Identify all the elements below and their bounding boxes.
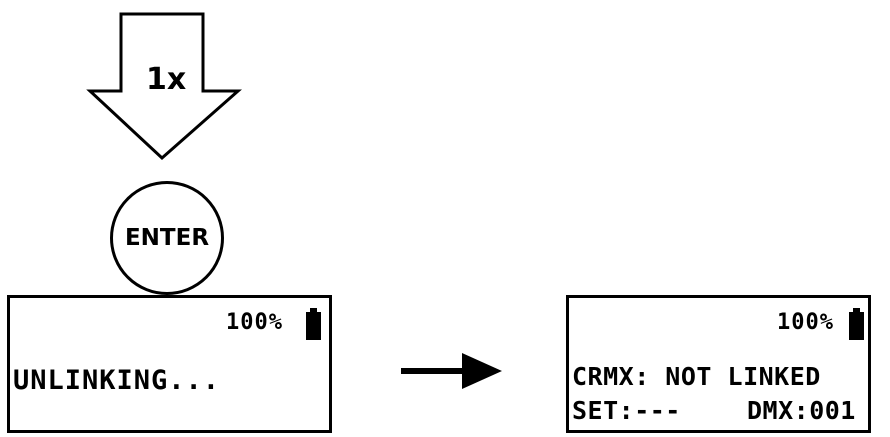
enter-button-label: ENTER — [124, 225, 210, 251]
dmx-label: DMX:001 — [747, 396, 856, 425]
unlinking-message: UNLINKING... — [13, 365, 221, 396]
battery-percent: 100% — [226, 310, 283, 335]
down-arrow-icon — [86, 12, 242, 161]
enter-button[interactable]: ENTER — [110, 181, 224, 295]
battery-percent: 100% — [777, 310, 834, 335]
battery-icon — [849, 308, 864, 340]
set-label: SET:--- — [572, 396, 681, 425]
right-arrow-icon — [401, 353, 502, 389]
crmx-status: CRMX: NOT LINKED — [572, 362, 821, 391]
lcd-screen-after: 100% CRMX: NOT LINKED SET:--- DMX:001 — [566, 295, 871, 433]
lcd-screen-before: 100% UNLINKING... — [7, 295, 332, 433]
press-count-label: 1x — [146, 62, 187, 97]
battery-icon — [306, 308, 321, 340]
